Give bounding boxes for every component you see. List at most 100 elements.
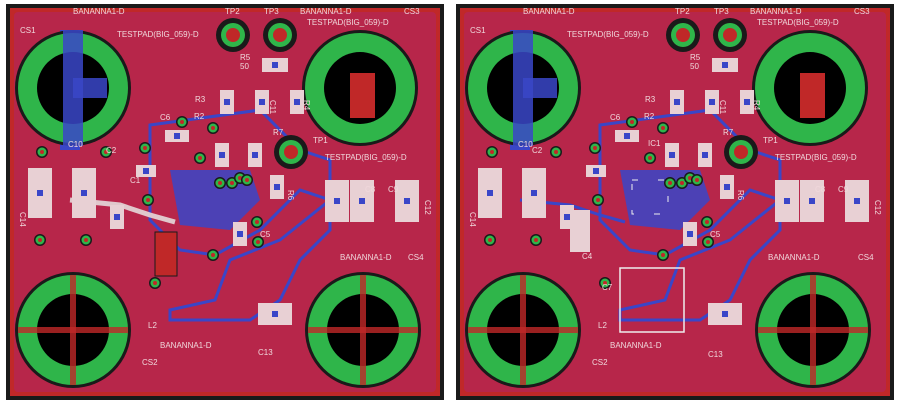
silkscreen-label: C11 xyxy=(718,100,727,115)
silkscreen-label: C2 xyxy=(106,146,117,155)
trace xyxy=(73,78,107,98)
silkscreen-label: BANANNA1-D xyxy=(610,341,662,350)
via xyxy=(180,120,184,124)
smd-pad xyxy=(37,190,43,196)
via xyxy=(143,146,147,150)
smd-pad xyxy=(174,133,180,139)
silkscreen-label: BANANNA1-D xyxy=(750,7,802,16)
silkscreen-label: C14 xyxy=(468,212,477,227)
smd-pad xyxy=(687,231,693,237)
trace xyxy=(800,73,825,118)
silkscreen-label: CS3 xyxy=(404,7,420,16)
silkscreen-label: C12 xyxy=(873,200,882,215)
smd-pad xyxy=(809,198,815,204)
smd-pad xyxy=(272,62,278,68)
silkscreen-label: CS1 xyxy=(20,26,36,35)
silkscreen-label: C2 xyxy=(532,146,543,155)
silkscreen-label: C8 xyxy=(365,185,376,194)
silkscreen-label: R7 xyxy=(273,128,284,137)
smd-pad xyxy=(259,99,265,105)
smd-pad xyxy=(674,99,680,105)
smd-pad xyxy=(744,99,750,105)
silkscreen-label: CS2 xyxy=(592,358,608,367)
silkscreen-label: L2 xyxy=(598,321,607,330)
silkscreen-label: C12 xyxy=(423,200,432,215)
smd-pad xyxy=(252,152,258,158)
silkscreen-label: R3 xyxy=(645,95,656,104)
testpoint-center xyxy=(723,28,737,42)
smd-pad xyxy=(854,198,860,204)
silkscreen-label: CS2 xyxy=(142,358,158,367)
silkscreen-label: R6 xyxy=(736,190,745,201)
silkscreen-label: C9 xyxy=(388,185,399,194)
via xyxy=(596,198,600,202)
smd-pad xyxy=(224,99,230,105)
silkscreen-label: C11 xyxy=(268,100,277,115)
smd-pad xyxy=(274,184,280,190)
silkscreen-label: 50 xyxy=(690,62,699,71)
via xyxy=(534,238,538,242)
silkscreen-label: CS4 xyxy=(858,253,874,262)
smd-pad xyxy=(709,99,715,105)
smd-pad xyxy=(404,198,410,204)
silkscreen-label: R5 xyxy=(240,53,251,62)
via xyxy=(230,181,234,185)
silkscreen-label: C6 xyxy=(160,113,171,122)
via xyxy=(695,178,699,182)
silkscreen-label: C6 xyxy=(610,113,621,122)
silkscreen-label: BANANNA1-D xyxy=(340,253,392,262)
via xyxy=(688,176,692,180)
trace xyxy=(360,275,366,385)
silkscreen-label: TP3 xyxy=(714,7,729,16)
silkscreen-label: IC1 xyxy=(648,139,661,148)
smd-pad xyxy=(784,198,790,204)
silkscreen-label: L2 xyxy=(148,321,157,330)
trace xyxy=(810,275,816,385)
smd-pad xyxy=(334,198,340,204)
silkscreen-label: R3 xyxy=(195,95,206,104)
silkscreen-label: TESTPAD(BIG_059)-D xyxy=(567,30,649,39)
via xyxy=(245,178,249,182)
silkscreen-label: R2 xyxy=(644,112,655,121)
via xyxy=(218,181,222,185)
smd-pad xyxy=(722,311,728,317)
silkscreen-label: R2 xyxy=(194,112,205,121)
via xyxy=(84,238,88,242)
via xyxy=(490,150,494,154)
ic-outline xyxy=(631,179,669,215)
via xyxy=(211,126,215,130)
silkscreen-label: TESTPAD(BIG_059)-D xyxy=(757,18,839,27)
bottom-trace xyxy=(598,108,782,322)
smd-pad xyxy=(143,168,149,174)
silkscreen-label: TP1 xyxy=(313,136,328,145)
smd-pad xyxy=(237,231,243,237)
smd-pad xyxy=(593,168,599,174)
via xyxy=(554,150,558,154)
via xyxy=(706,240,710,244)
via xyxy=(238,176,242,180)
via xyxy=(668,181,672,185)
silkscreen-label: C10 xyxy=(68,140,83,149)
smd-pad xyxy=(702,152,708,158)
via xyxy=(661,126,665,130)
silkscreen-label: C13 xyxy=(708,350,723,359)
via xyxy=(104,150,108,154)
silkscreen-label: BANANNA1-D xyxy=(160,341,212,350)
silkscreen-label: BANANNA1-D xyxy=(523,7,575,16)
silkscreen-label: C1 xyxy=(130,176,141,185)
via xyxy=(38,238,42,242)
silkscreen-label: TP2 xyxy=(225,7,240,16)
via xyxy=(603,281,607,285)
smd-pad xyxy=(294,99,300,105)
via xyxy=(630,120,634,124)
silkscreen-label: C14 xyxy=(18,212,27,227)
via xyxy=(593,146,597,150)
silkscreen-label: TESTPAD(BIG_059)-D xyxy=(307,18,389,27)
via xyxy=(256,240,260,244)
silkscreen-label: R6 xyxy=(286,190,295,201)
bottom-trace xyxy=(148,108,332,322)
silkscreen-label: TP1 xyxy=(763,136,778,145)
silkscreen-label: R7 xyxy=(723,128,734,137)
